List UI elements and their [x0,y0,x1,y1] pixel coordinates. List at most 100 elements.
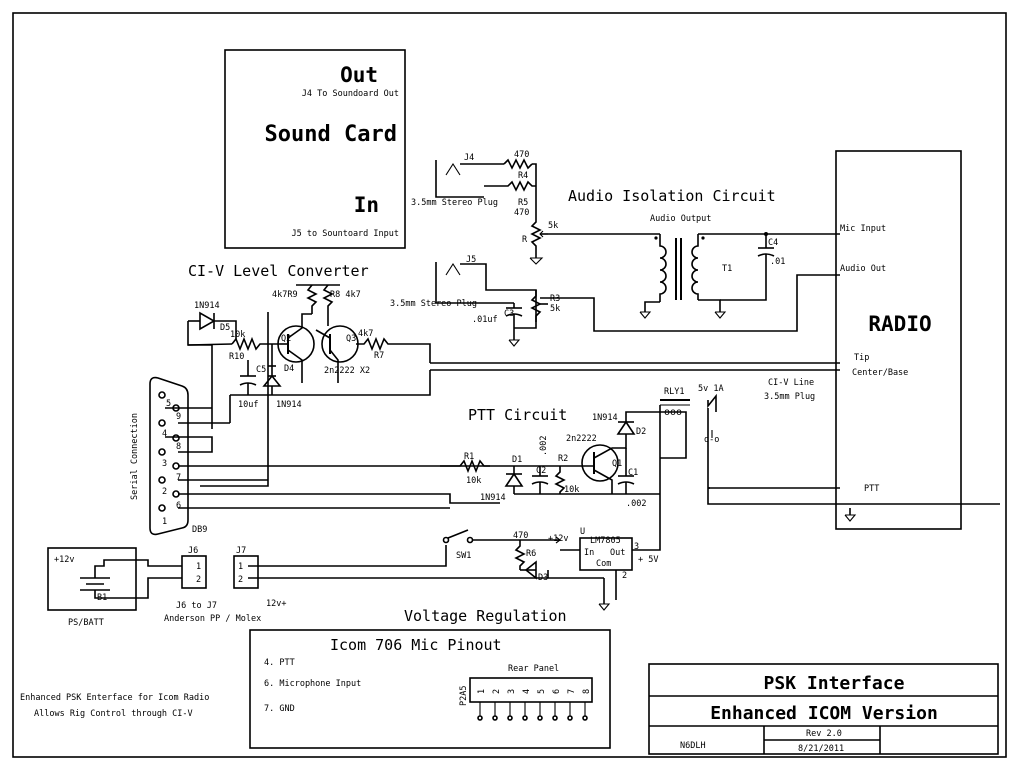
lm7805-label: LM7805 [590,536,621,546]
r10-value: 10k [230,330,245,340]
r470a: 470 [514,150,529,160]
q2-transistor [277,325,315,363]
j6-label: J6 [188,546,198,556]
rp-pin-5: 5 [537,689,547,694]
r5-label: R5 [518,198,528,208]
note-line-2: Allows Rig Control through CI-V [34,709,193,719]
c5-label: C5 [256,365,266,375]
rp-pin-3: 3 [507,689,517,694]
j5-label: J5 [466,255,476,265]
pin-9: 9 [176,412,181,422]
c2-label: C2 [536,466,546,476]
j7-voltage: 12v+ [266,599,286,609]
j7-pin1: 1 [238,562,243,572]
rear-panel-pins [477,702,588,721]
c4-value: .01 [770,257,785,267]
d5-label: D5 [220,323,230,333]
lm-in: In [584,548,594,558]
d4-part: 1N914 [276,400,302,410]
rp-pin-6: 6 [552,689,562,694]
r5k-label: 5k [548,221,558,231]
d3-label: D3 [538,573,548,583]
pin-4: 4 [162,429,167,439]
audio-isolation-circuit: Audio Isolation Circuit J4 3.5mm Stereo … [390,150,840,347]
d2-part: 1N914 [592,413,618,423]
lm-pin2: 2 [622,571,627,581]
pin-8: 8 [176,442,181,452]
rly1-label: RLY1 [664,387,684,397]
radio-box [835,150,962,530]
pin-6: 6 [176,501,181,511]
sound-card-box [224,49,406,249]
r7-value: 4k7 [358,329,373,339]
pinout-item-2: 6. Microphone Input [264,679,361,689]
q2-label: Q2 [281,334,291,344]
vreg-title: Voltage Regulation [404,607,567,625]
civ-level-converter: CI-V Level Converter 1N914 D5 10k R10 Q2… [187,262,431,487]
j4-label: J4 [464,153,474,163]
note-line-1: Enhanced PSK Enterface for Icom Radio [20,693,209,703]
pin-2: 2 [162,487,167,497]
voltage-regulation: Voltage Regulation SW1 470 R6 D3 +12v U … [404,527,661,625]
d1-part: 1N914 [480,493,506,503]
plus5-label: + 5V [638,555,658,565]
radio-label: RADIO [868,312,931,336]
j7-pin2: 2 [238,575,243,585]
pin-1: 1 [162,517,167,527]
outer-frame [12,12,1007,758]
r7-label: R7 [374,351,384,361]
lm-out: Out [610,548,625,558]
author-label: N6DLH [680,741,706,751]
r6-value: 470 [513,531,528,541]
r3-label: R3 [550,294,560,304]
rp-pin-4: 4 [522,689,532,694]
d4-label: D4 [284,364,294,374]
sound-card-in: In [354,193,379,217]
db9-shell [149,376,189,536]
audio-out-label: Audio Out [840,264,886,274]
c3-value: .01uf [472,315,498,325]
r8-label: R8 4k7 [330,290,361,300]
j7-connector [233,555,259,589]
ptt-label: PTT [864,484,879,494]
r470b: 470 [514,208,529,218]
rp-pin-8: 8 [582,689,592,694]
q1-transistor [581,444,619,482]
lm7805-box [579,537,633,571]
j6-pin2: 2 [196,575,201,585]
serial-connection-label: Serial Connection [130,413,140,500]
q1-part: 2n2222 [566,434,597,444]
c1-label: C1 [628,468,638,478]
d2-label: D2 [636,427,646,437]
rp-pin-1: 1 [477,689,487,694]
radio-block: RADIO Mic Input Audio Out Tip Center/Bas… [430,150,962,530]
r1-label: R1 [464,452,474,462]
u-label: U [580,527,585,537]
r6-label: R6 [526,549,536,559]
civ-line-label: CI-V Line [768,378,814,388]
plus12-label: +12v [548,534,568,544]
pinout-item-1: 4. PTT [264,658,295,668]
rp-pin-2: 2 [492,689,502,694]
rev-label: Rev 2.0 [806,729,842,739]
j6-pin1: 1 [196,562,201,572]
plug1-label: 3.5mm Stereo Plug [411,198,498,208]
ps-label: PS/BATT [68,618,104,628]
relay-contact: o-o [704,435,719,445]
lm-pin3: 3 [634,542,639,552]
ptt-circuit: PTT Circuit R1 10k D1 1N914 C2 .002 R2 1… [440,384,1000,540]
sound-card-block: Out J4 To Soundoard Out Sound Card In J5… [224,49,406,249]
mic-pinout: Icom 706 Mic Pinout 4. PTT 6. Microphone… [249,629,611,749]
q3-label: Q3 [346,334,356,344]
p2a5-label: P2A5 [459,686,469,706]
db9-connector: 5 9 4 8 3 7 2 6 1 DB9 Serial Connection [130,376,500,536]
j4-desc: J4 To Soundoard Out [302,89,399,99]
r9-label: 4k7R9 [272,290,298,300]
rly-rating: 5v 1A [698,384,724,394]
t1-label: T1 [722,264,732,274]
title-block: PSK Interface Enhanced ICOM Version N6DL… [648,663,999,755]
tip-label: Tip [854,353,869,363]
q1-label: Q1 [612,459,622,469]
